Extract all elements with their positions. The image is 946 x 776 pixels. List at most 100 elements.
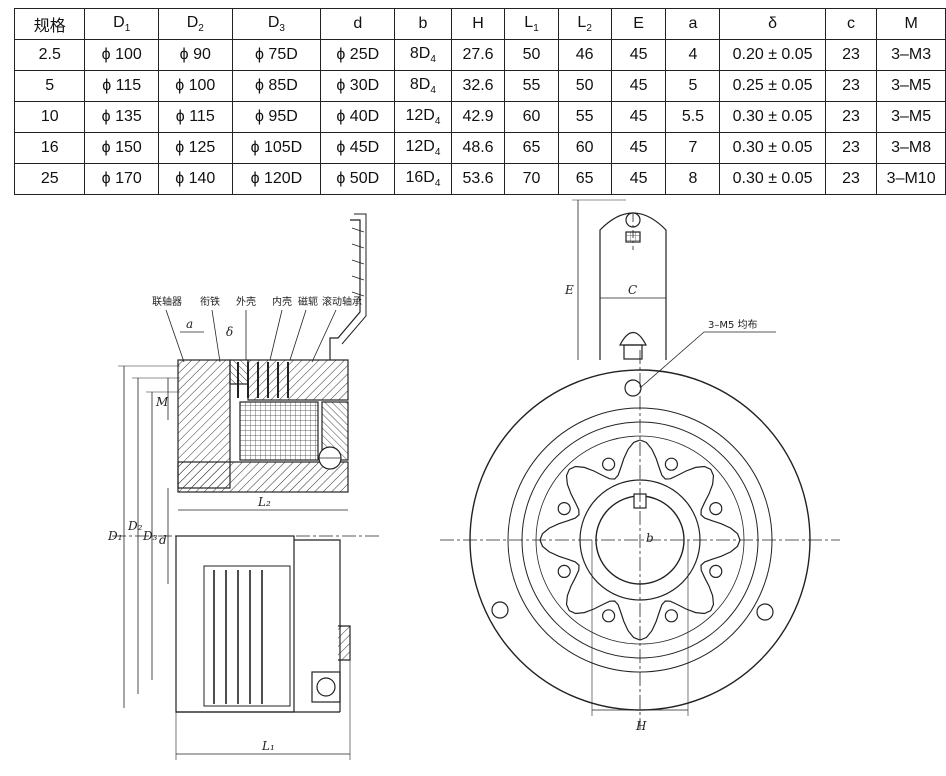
cell-text: 65 <box>522 139 541 156</box>
friction-plates <box>237 362 289 398</box>
cell-text: 45 <box>629 139 648 156</box>
table-cell: 3–M10 <box>876 163 946 195</box>
dim-label-a: a <box>186 317 193 331</box>
mounting-hole <box>491 601 509 619</box>
cell-text: 46 <box>575 46 594 63</box>
cell-text: 12D <box>405 137 435 155</box>
spring-star-plate <box>539 439 741 641</box>
header-text: H <box>472 15 484 32</box>
table-cell: 55 <box>557 101 612 133</box>
star-hole <box>664 609 679 623</box>
table-header-cell: 规格 <box>13 8 86 40</box>
header-text: D <box>113 13 125 31</box>
cell-text: 32.6 <box>462 77 494 94</box>
coil-section <box>239 401 319 461</box>
star-hole <box>557 564 571 579</box>
table-cell: ϕ 125 <box>157 132 233 164</box>
terminal-bracket <box>329 219 361 360</box>
label-yoke: 磁轭 <box>298 295 318 308</box>
cell-text: 0.20 ± 0.05 <box>732 46 813 63</box>
table-cell: ϕ 75D <box>231 39 322 71</box>
header-text: D <box>186 13 199 31</box>
table-cell: 25 <box>13 163 86 195</box>
cell-text: 23 <box>842 139 860 156</box>
cell-text: 0.25 ± 0.05 <box>732 77 813 94</box>
header-subscript: 2 <box>586 23 592 35</box>
table-cell: 65 <box>557 163 612 195</box>
outer-shell-section <box>247 359 349 401</box>
cell-text: ϕ 25D <box>336 46 380 63</box>
cell-text: 45 <box>629 46 648 63</box>
table-header-cell: H <box>450 8 506 40</box>
cell-text: 0.30 ± 0.05 <box>732 139 813 156</box>
dim-label-C: C <box>628 283 637 297</box>
table-cell: 3–M8 <box>876 132 946 164</box>
header-subscript: 1 <box>533 23 539 35</box>
label-inner-shell: 内壳 <box>272 295 292 308</box>
cell-text: 12D <box>405 106 435 124</box>
leader-line <box>211 309 221 363</box>
side-section-view: 联轴器 衔铁 外壳 内壳 磁轭 滚动轴承 <box>107 213 380 760</box>
cell-text: ϕ 40D <box>336 108 380 125</box>
header-text: δ <box>768 15 778 32</box>
leader-line <box>165 309 185 363</box>
table-cell: 23 <box>824 163 878 195</box>
dim-label-d: d <box>159 533 167 547</box>
table-cell: ϕ 140 <box>157 163 233 195</box>
dim-label-D3: D₃ <box>142 529 158 543</box>
cell-text: ϕ 50D <box>336 170 380 187</box>
cell-text: 3–M10 <box>886 170 936 187</box>
cell-text: 23 <box>842 46 860 63</box>
table-cell: 0.30 ± 0.05 <box>719 132 826 164</box>
cell-text: 27.6 <box>462 46 494 63</box>
dim-label-L1: L₁ <box>261 739 275 753</box>
cell-text: ϕ 115 <box>102 77 142 94</box>
cell-text: ϕ 105D <box>250 139 303 156</box>
cell-text: 4 <box>688 46 698 63</box>
table-cell: 0.25 ± 0.05 <box>719 70 826 102</box>
cell-text: ϕ 85D <box>255 77 298 94</box>
cell-text: ϕ 115 <box>175 108 215 125</box>
cell-text: 5 <box>688 77 698 94</box>
cell-text: ϕ 90 <box>179 46 211 63</box>
cell-text: 23 <box>842 108 860 125</box>
label-bearing: 滚动轴承 <box>322 295 362 308</box>
cell-text: 3–M5 <box>891 77 932 94</box>
table-cell: 55 <box>504 70 559 102</box>
dim-label-b: b <box>646 531 654 545</box>
cell-text: ϕ 30D <box>336 77 380 94</box>
cell-text: ϕ 125 <box>175 139 216 156</box>
table-cell: 10 <box>13 101 86 133</box>
cell-text: 23 <box>842 170 860 187</box>
star-hole <box>601 457 616 471</box>
cell-text: 60 <box>575 139 594 156</box>
cell-text: 50 <box>575 77 594 94</box>
table-cell: 53.6 <box>450 163 506 195</box>
table-cell: 23 <box>824 39 878 71</box>
table-cell: 0.30 ± 0.05 <box>719 101 826 133</box>
table-cell: 3–M3 <box>876 39 946 71</box>
cell-text: ϕ 170 <box>101 170 142 187</box>
table-header-cell: D2 <box>157 8 233 40</box>
table-cell: 50 <box>557 70 612 102</box>
header-text: L <box>577 13 587 31</box>
table-cell: ϕ 90 <box>157 39 233 71</box>
cell-text: ϕ 120D <box>250 170 303 187</box>
table-header-cell: δ <box>719 8 826 40</box>
cell-text: 0.30 ± 0.05 <box>732 170 813 187</box>
callout-3-M5: 3–M5 均布 <box>708 319 758 331</box>
cell-text: 45 <box>629 108 648 125</box>
cell-text: 3–M3 <box>891 46 932 63</box>
header-text: a <box>688 15 698 32</box>
cell-text: 10 <box>40 108 59 125</box>
star-hole <box>709 502 723 516</box>
table-cell: 45 <box>610 39 667 71</box>
table-cell: 50 <box>504 39 559 71</box>
mounting-hole <box>624 379 642 397</box>
cell-text: ϕ 135 <box>101 108 142 125</box>
star-hole <box>601 609 616 623</box>
table-cell: 46 <box>557 39 612 71</box>
header-text: d <box>353 15 363 32</box>
